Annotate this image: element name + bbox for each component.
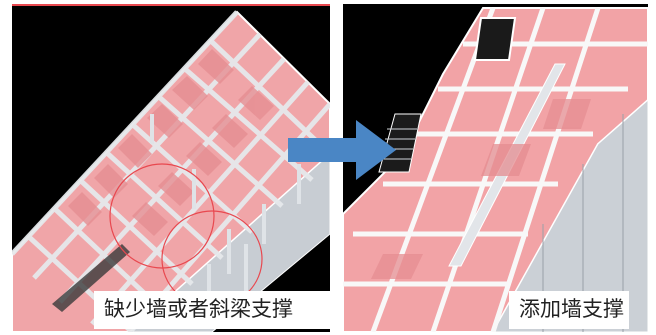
before-model-drawing [12, 4, 330, 332]
after-model-drawing [343, 4, 648, 332]
right-arrow-icon [288, 120, 396, 180]
before-model-image [12, 4, 330, 332]
after-caption: 添加墙支撑 [509, 291, 629, 329]
before-caption: 缺少墙或者斜梁支撑 [94, 291, 330, 329]
after-model-image [343, 4, 648, 332]
